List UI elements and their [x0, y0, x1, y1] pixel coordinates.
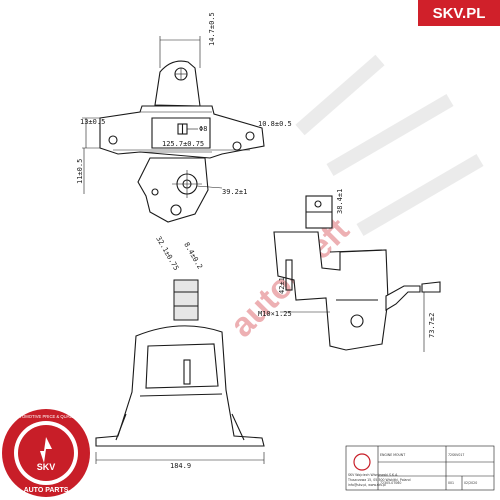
tb-field-2: 72305-0T060: [380, 481, 401, 485]
tb-company-1: Tłuszczowa 15, 05-500 Wiskitki, Poland: [347, 478, 411, 482]
bracket-top-view: [99, 60, 265, 223]
seal-ring-top: AUTOMOTIVE PRICE & QUALITY: [14, 414, 79, 419]
dim-height-left: 11±0.5: [76, 159, 84, 184]
dim-height-right: 73.7±2: [428, 313, 436, 338]
dim-right-top: 10.8±0.5: [258, 120, 292, 128]
tb-field-0: ENGINE MOUNT: [380, 453, 405, 457]
dim-d1: 13±0.5: [80, 118, 105, 126]
dim-diag: 8.4±0.2: [182, 241, 204, 271]
seal-ring-bottom: AUTO PARTS: [24, 487, 69, 494]
tb-field-3: 001: [448, 481, 454, 485]
seal-center: SKV: [37, 462, 56, 472]
skv-seal: SKV AUTOMOTIVE PRICE & QUALITY AUTO PART…: [2, 409, 90, 497]
front-view: 184.9: [95, 279, 265, 470]
dim-span: 125.7±0.75: [162, 140, 204, 148]
dim-side2: 42±1: [278, 277, 286, 294]
side-view: 38.4±1 42±1 M10×1.25 73.7±2: [258, 189, 441, 352]
tb-company-2: info@skv.pl, www.skv.pl: [348, 483, 386, 487]
tb-field-4: 02/2020: [464, 481, 477, 485]
brand-tag[interactable]: SKV.PL: [418, 0, 500, 26]
dim-mid: 39.2±1: [222, 188, 247, 196]
tb-field-1: 72SKV017: [448, 453, 464, 457]
tb-company-0: SKV Wojciech Wisniewski S.K.A.: [348, 473, 398, 477]
watermark-outline: [295, 54, 484, 237]
dim-hole-flag: Φ8: [199, 125, 207, 133]
dim-thread: M10×1.25: [258, 310, 292, 318]
dim-top-width: 14.7±0.5: [208, 12, 216, 46]
dim-base-width: 184.9: [170, 462, 191, 470]
dim-lower: 32.1±0.75: [154, 235, 180, 272]
title-block: ENGINE MOUNT 72SKV017 72305-0T060 001 02…: [345, 445, 495, 491]
dim-side: 38.4±1: [336, 189, 344, 214]
